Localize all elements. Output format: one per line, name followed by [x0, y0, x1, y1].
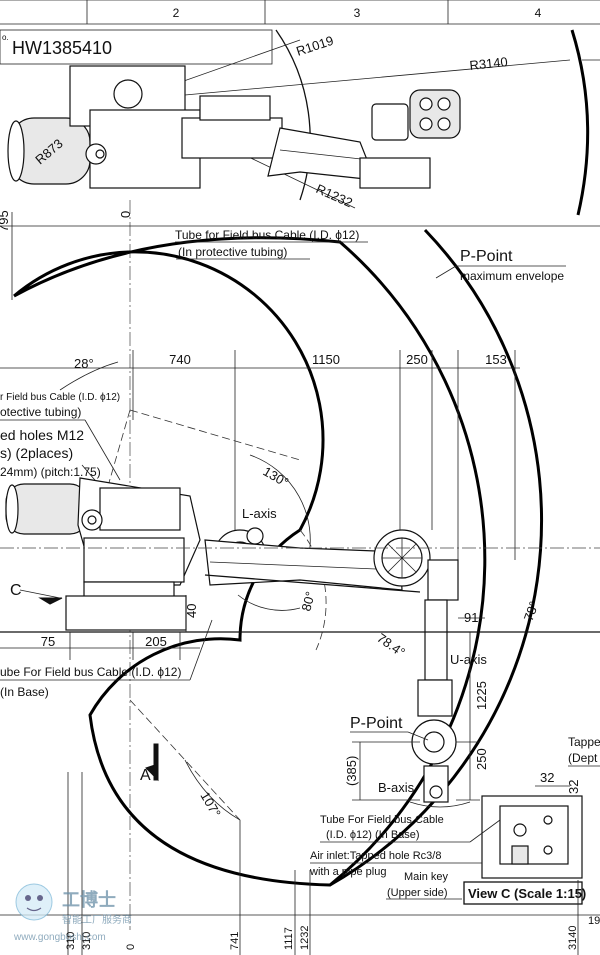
dim-bottom-0: 0: [125, 944, 137, 950]
p-point-label-low: P-Point: [350, 715, 403, 732]
tube-label-top: Tube for Field bus Cable (I.D. ϕ12): [175, 228, 359, 242]
bottom-dimensions: 310 310 0 741 1117 1232 3140 19: [65, 772, 600, 955]
view-c-detail: 32 32 Tappe (Dept Tube For Field bus Cab…: [309, 735, 600, 905]
dim-75: 75: [41, 634, 55, 649]
dim-40: 40: [184, 604, 199, 618]
tube-base-1: ube For Field bus Cable (I.D. ϕ12): [0, 665, 181, 679]
watermark-tagline: 智能工厂服务商: [62, 913, 132, 926]
watermark: 工博士 智能工厂服务商 www.gongboshi.com: [13, 883, 132, 943]
base-dimensions: 75 205 40 ube For Field bus Cable (I.D. …: [0, 595, 213, 699]
l-axis-label: L-axis: [242, 506, 277, 521]
angle-107: 107°: [197, 789, 223, 820]
angle-78-4: 78.4°: [374, 630, 408, 660]
tube-label-top-sub: (In protective tubing): [178, 245, 287, 259]
dim-bottom-3140: 3140: [567, 926, 579, 950]
air-inlet-2: with a pipe plug: [309, 866, 386, 878]
angle-28: 28°: [74, 356, 94, 371]
view-marker-c: C: [10, 582, 22, 599]
watermark-url: www.gongboshi.com: [13, 932, 106, 943]
max-envelope-label: maximum envelope: [460, 269, 564, 283]
dim-1150: 1150: [312, 352, 340, 367]
top-dimension-row: 740 1150 250 153 28°: [0, 350, 520, 560]
view-c-title: View C (Scale 1:15): [468, 886, 586, 901]
b-axis-label: B-axis: [378, 780, 415, 795]
dim-bottom-1232: 1232: [299, 926, 311, 950]
drawing-number: HW1385410: [12, 38, 112, 58]
grid-col-3: 3: [354, 6, 361, 20]
dim-795: 795: [0, 210, 11, 232]
tapped-right-2: (Dept: [568, 751, 598, 765]
p-point-label-top: P-Point: [460, 248, 513, 265]
dim-32: 32: [540, 770, 554, 785]
dim-bottom-310-a: 310: [65, 932, 77, 950]
tube-base-2: (In Base): [0, 685, 49, 699]
grid-col-2: 2: [173, 6, 180, 20]
dim-bottom-741: 741: [229, 932, 241, 950]
angle-80: 80°: [298, 590, 318, 613]
top-labels: Tube for Field bus Cable (I.D. ϕ12) (In …: [175, 228, 566, 283]
dim-bottom-310-b: 310: [81, 932, 93, 950]
tapped-2: s) (2places): [0, 445, 73, 461]
tapped-1: ed holes M12: [0, 427, 84, 443]
dim-250-v: 250: [474, 748, 489, 770]
dim-0: 0: [118, 211, 133, 218]
angle-78: 78°: [521, 599, 542, 623]
mascot-icon: [15, 883, 53, 921]
dim-91: 91: [464, 610, 478, 625]
watermark-name: 工博士: [62, 889, 116, 910]
dim-250: 250: [406, 352, 428, 367]
dim-bottom-1117: 1117: [283, 927, 295, 950]
dim-385: (385): [344, 756, 359, 786]
dim-205: 205: [145, 634, 167, 649]
radius-r3140: R3140: [469, 54, 509, 73]
tube-left-1: r Field bus Cable (I.D. ϕ12): [0, 392, 120, 403]
view-marker-a: A: [140, 767, 151, 784]
tapped-right-1: Tappe: [568, 735, 600, 749]
dim-740: 740: [169, 352, 191, 367]
tapped-3: 24mm) (pitch:1.75): [0, 465, 101, 479]
drawing-number-prefix: o.: [2, 33, 9, 42]
dim-32-b: 32: [566, 780, 581, 794]
p-point-envelope: [13, 228, 544, 887]
radius-r1019: R1019: [294, 33, 335, 59]
dim-1225: 1225: [474, 681, 489, 710]
grid-col-4: 4: [535, 6, 542, 20]
radius-r1232: R1232: [314, 181, 355, 210]
u-axis-label: U-axis: [450, 652, 487, 667]
view-a-area: A 107°: [129, 699, 241, 821]
main-key-1: Main key: [404, 871, 449, 883]
main-key-2: (Upper side): [387, 887, 448, 899]
side-view-robot: L-axis 130° 80° C: [0, 409, 600, 803]
tube-right-1: Tube For Field bus Cable: [320, 814, 444, 826]
sheet-frame: 2 3 4 o. HW1385410: [0, 0, 600, 916]
angle-130: 130°: [261, 464, 292, 490]
dim-bottom-19: 19: [588, 915, 600, 927]
dim-153: 153: [485, 352, 507, 367]
tube-left-2: otective tubing): [0, 405, 81, 419]
tube-right-2: (I.D. ϕ12) (In Base): [326, 829, 420, 841]
air-inlet-1: Air inlet:Tapped hole Rc3/8: [310, 850, 441, 862]
